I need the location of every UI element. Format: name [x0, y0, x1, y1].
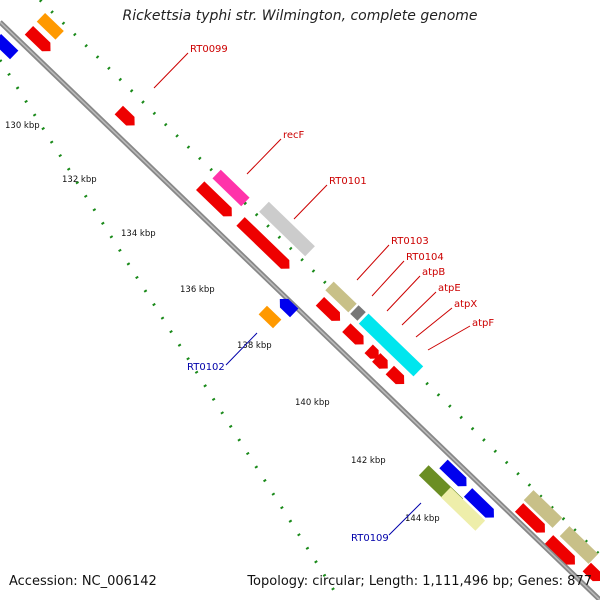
gene-atpB[interactable] [358, 313, 424, 377]
gene-recF[interactable] [212, 169, 250, 207]
gene-label[interactable]: recF [283, 130, 305, 141]
leader-RT0102 [225, 332, 258, 366]
gene-label[interactable]: RT0104 [406, 252, 444, 263]
gene-feature-red[interactable] [582, 562, 600, 586]
gene-RT0101[interactable] [259, 201, 315, 257]
gene-label[interactable]: RT0099 [190, 44, 228, 55]
gene-RT0102[interactable] [258, 305, 282, 329]
gene-feature-red[interactable] [24, 25, 55, 55]
ruler-tick: 130 kbp [5, 121, 40, 131]
gene-feature-blue[interactable] [0, 33, 19, 60]
accession-text: Accession: NC_006142 [9, 574, 157, 589]
label-leaders [153, 52, 471, 536]
gene-feature-khaki[interactable] [559, 526, 599, 564]
leader-RT0109 [388, 502, 422, 536]
leader-RT0104 [371, 260, 405, 297]
gene-label[interactable]: atpB [422, 267, 445, 278]
gene-label[interactable]: RT0109 [351, 533, 389, 544]
gene-features [0, 12, 600, 586]
ruler-tick: 136 kbp [180, 285, 215, 295]
gene-label[interactable]: RT0103 [391, 236, 429, 247]
leader-atpE [401, 291, 437, 326]
leader-RT0103 [356, 244, 390, 281]
gene-labels: RT0099 recF RT0101 RT0103 RT0104 atpB at… [187, 44, 494, 544]
leader-atpX [415, 307, 453, 338]
leader-recF [246, 138, 282, 175]
gene-label[interactable]: atpX [454, 299, 477, 310]
gene-RT0104[interactable] [350, 305, 366, 321]
gene-feature-red[interactable] [544, 535, 579, 569]
gene-feature-pale[interactable] [440, 487, 486, 531]
leader-atpB [386, 275, 421, 312]
gene-feature-blue[interactable] [439, 459, 470, 491]
gene-RT0103[interactable] [325, 281, 357, 313]
ruler-tick: 132 kbp [62, 175, 97, 185]
gene-label[interactable]: RT0101 [329, 176, 367, 187]
ruler-tick: 142 kbp [351, 456, 386, 466]
leader-atpF [427, 325, 471, 351]
gene-feature-orange[interactable] [36, 12, 64, 40]
ruler-tick: 144 kbp [405, 514, 440, 524]
backbone [0, 20, 600, 600]
leader-RT0101 [293, 184, 328, 220]
inner-dot-track [0, 59, 342, 600]
gene-label[interactable]: RT0102 [187, 362, 225, 373]
gene-feature-red[interactable] [342, 323, 368, 348]
ruler: 130 kbp 132 kbp 134 kbp 136 kbp 138 kbp … [5, 121, 440, 524]
backbone-highlight [0, 21, 600, 600]
ruler-tick: 138 kbp [237, 341, 272, 351]
gene-feature-blue[interactable] [463, 488, 498, 522]
map-title: Rickettsia typhi str. Wilmington, comple… [122, 8, 478, 24]
gene-feature-blue[interactable] [276, 295, 299, 318]
gene-feature-red[interactable] [315, 296, 344, 325]
hidden-track [0, 35, 380, 600]
gene-atpE[interactable] [364, 344, 383, 363]
gene-feature-red[interactable] [196, 181, 236, 220]
gene-label[interactable]: atpF [472, 318, 494, 329]
gene-atpF[interactable] [385, 365, 409, 389]
outer-dot-track [38, 0, 600, 557]
gene-feature-red[interactable] [236, 217, 293, 273]
leader-RT0099 [153, 52, 189, 89]
genome-summary-text: Topology: circular; Length: 1,111,496 bp… [247, 574, 592, 589]
gene-RT0099[interactable] [114, 105, 139, 130]
gene-feature-red[interactable] [514, 503, 549, 537]
ruler-tick: 134 kbp [121, 229, 156, 239]
gene-feature-khaki[interactable] [523, 490, 563, 528]
ruler-tick: 140 kbp [295, 398, 330, 408]
gene-label[interactable]: atpE [438, 283, 461, 294]
gene-atpX[interactable] [372, 353, 392, 373]
